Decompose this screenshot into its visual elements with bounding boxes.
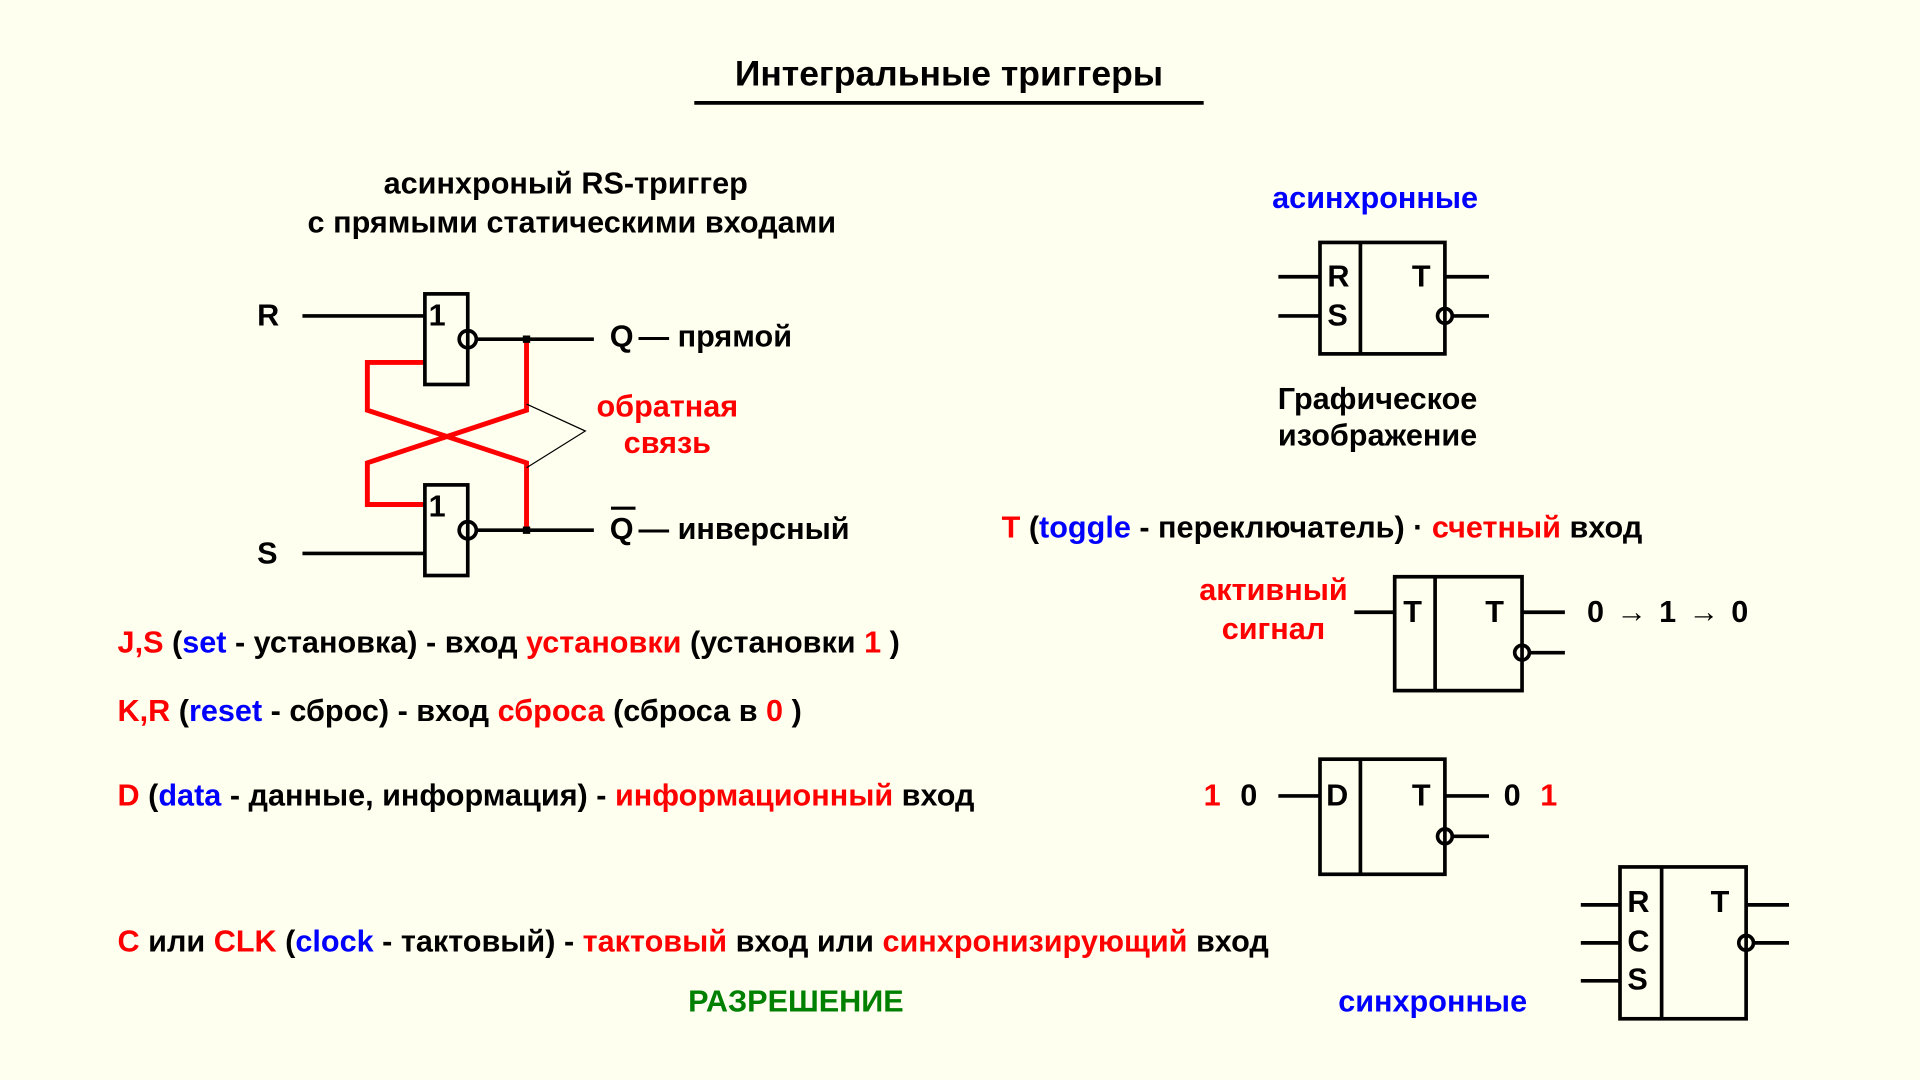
gate-top-label: 1 bbox=[429, 299, 446, 333]
async-r-label: R bbox=[1327, 260, 1349, 294]
reset-definition: K,R (reset - сброс) - вход сброса (сброс… bbox=[118, 694, 802, 728]
nor-gate-top bbox=[423, 292, 470, 387]
data-definition: D (data - данные, информация) - информац… bbox=[118, 779, 975, 813]
async-trigger-symbol: асинхронные R S T Графическое изображени… bbox=[1272, 181, 1489, 453]
feedback-label-1: обратная bbox=[596, 389, 738, 423]
junction-dot bbox=[522, 526, 531, 534]
input-r-label: R bbox=[257, 299, 279, 333]
input-s-label: S bbox=[257, 536, 277, 570]
active-label-1: активный bbox=[1199, 573, 1347, 607]
gate-bottom-label: 1 bbox=[429, 490, 446, 524]
d-box bbox=[1318, 757, 1447, 877]
d-in-label: D bbox=[1326, 779, 1348, 813]
t-out-label: T bbox=[1485, 595, 1504, 629]
toggle-sequence: 0→1→0 bbox=[1587, 595, 1748, 629]
rs-caption-1: асинхроный RS-триггер bbox=[384, 166, 748, 200]
page-title: Интегральные триггеры bbox=[735, 54, 1163, 94]
qbar-output-label: Q— инверсный bbox=[610, 512, 850, 546]
feedback-brace bbox=[526, 403, 587, 469]
sync-t-label: T bbox=[1711, 885, 1730, 919]
t-box bbox=[1392, 574, 1524, 693]
sync-trigger-symbol: R C S T bbox=[1580, 865, 1789, 1021]
feedback-wire-1 bbox=[364, 360, 529, 531]
enable-label: РАЗРЕШЕНИЕ bbox=[688, 984, 904, 1018]
sync-c-label: C bbox=[1627, 924, 1649, 958]
sync-s-label: S bbox=[1627, 962, 1647, 996]
clock-definition: C или CLK (clock - тактовый) - тактовый … bbox=[118, 924, 1269, 958]
rs-trigger-schematic: асинхроный RS-триггер с прямыми статичес… bbox=[257, 166, 850, 578]
t-trigger-symbol: активный сигнал T T 0→1→0 bbox=[1199, 573, 1748, 693]
sync-r-label: R bbox=[1627, 885, 1649, 919]
d-out-label: T bbox=[1412, 779, 1431, 813]
set-definition: J,S (set - установка) - вход установки (… bbox=[118, 626, 900, 660]
async-caption-2: изображение bbox=[1278, 419, 1477, 453]
nor-gate-bottom bbox=[423, 483, 470, 578]
async-caption-1: Графическое bbox=[1278, 382, 1478, 416]
feedback-label-2: связь bbox=[624, 426, 711, 460]
async-heading: асинхронные bbox=[1272, 181, 1478, 215]
sync-heading: синхронные bbox=[1338, 984, 1527, 1018]
feedback-wire-2 bbox=[364, 339, 529, 507]
rs-caption-2: с прямыми статическими входами bbox=[308, 206, 837, 240]
q-output-label: Q— прямой bbox=[610, 320, 792, 354]
async-s-label: S bbox=[1327, 299, 1347, 333]
active-label-2: сигнал bbox=[1222, 612, 1326, 646]
async-box bbox=[1318, 240, 1447, 356]
junction-dot bbox=[522, 335, 531, 343]
t-in-label: T bbox=[1403, 595, 1422, 629]
toggle-definition: T (toggle - переключатель) · счетный вхо… bbox=[1002, 511, 1643, 545]
async-t-label: T bbox=[1412, 260, 1431, 294]
